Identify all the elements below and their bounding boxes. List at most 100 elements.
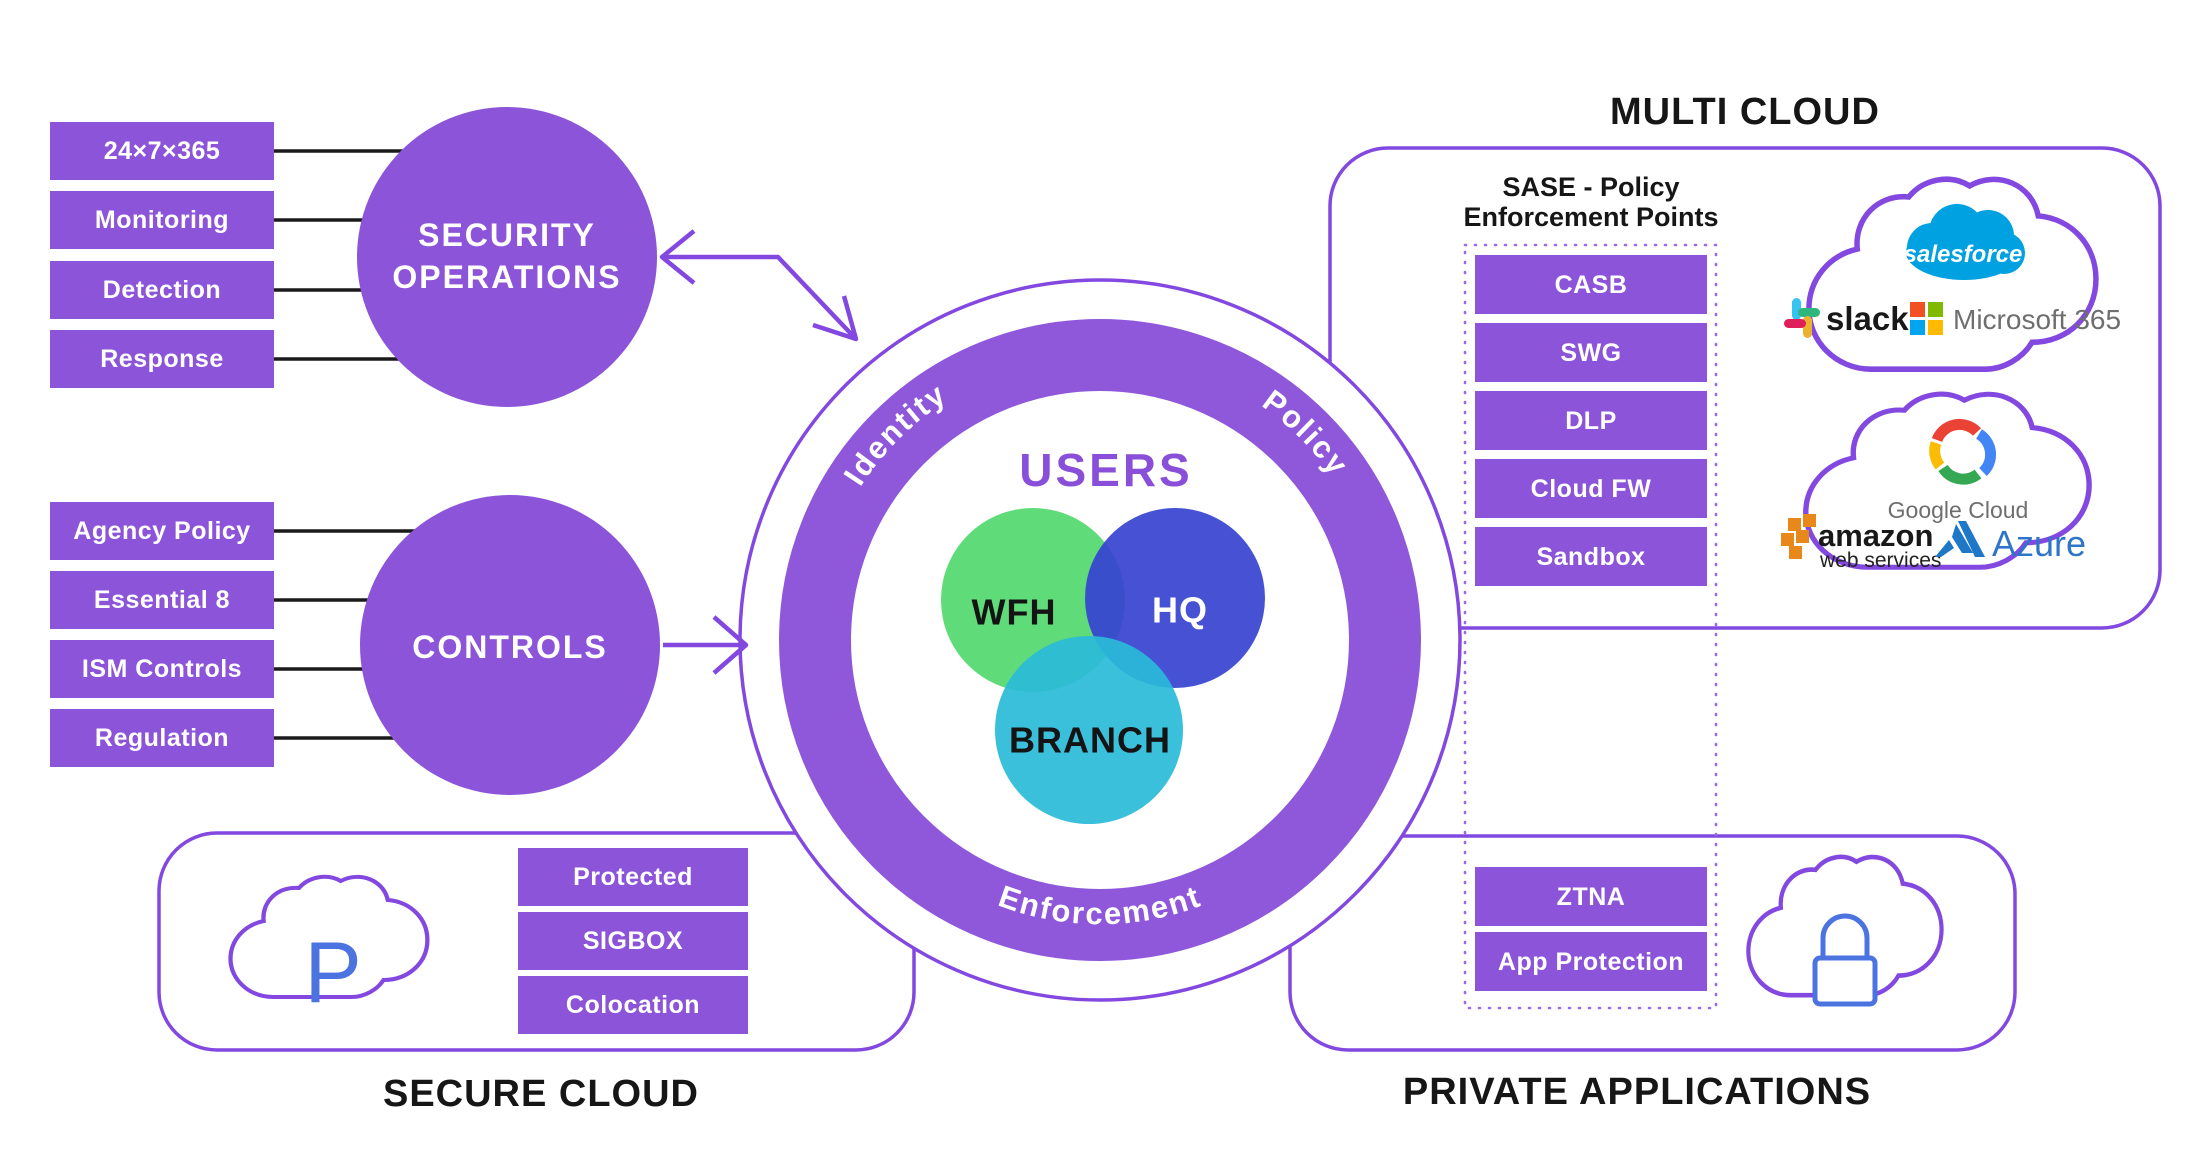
aws-wordmark: web services	[1819, 549, 1941, 572]
secure-cloud-items: Protected SIGBOX Colocation	[518, 848, 748, 1034]
lock-shackle	[1820, 913, 1870, 960]
input-label: Detection	[103, 276, 221, 304]
lock-icon	[1812, 913, 1878, 1007]
microsoft-wordmark: Microsoft 365	[1953, 304, 2121, 335]
ms-square	[1928, 302, 1943, 317]
enforcement-point-label: CASB	[1555, 271, 1628, 299]
sase-header-1: SASE - Policy	[1502, 172, 1679, 202]
slack-bar	[1798, 308, 1820, 317]
salesforce-logo: salesforce	[1904, 204, 2025, 280]
label-box	[1475, 527, 1707, 586]
input-label: 24×7×365	[104, 137, 221, 165]
enforcement-point-label: SWG	[1560, 339, 1621, 367]
aws-cube	[1781, 533, 1794, 546]
input-label: Regulation	[95, 724, 229, 752]
secure-cloud-p-letter: P	[304, 925, 361, 1021]
gcloud-arc-yellow	[1929, 441, 1945, 470]
slack-bar	[1784, 319, 1806, 328]
microsoft-squares-icon	[1910, 302, 1943, 335]
slack-wordmark: slack	[1826, 300, 1909, 337]
label-box	[518, 912, 748, 970]
sase-dotted-boundary	[1463, 243, 1718, 1010]
slack-bar	[1803, 316, 1812, 338]
label-box	[50, 261, 274, 319]
sase-policy-section: SASE - Policy Enforcement Points CASB SW…	[1463, 172, 1719, 991]
aws-cubes-icon	[1781, 514, 1816, 559]
label-box	[50, 640, 274, 698]
security-operations-label-2: OPERATIONS	[392, 259, 621, 295]
slack-bar	[1792, 298, 1801, 320]
secure-cloud-item-label: SIGBOX	[583, 927, 683, 955]
aws-cube	[1796, 530, 1809, 543]
amazon-wordmark: amazon	[1818, 518, 1933, 553]
users-title: USERS	[1019, 444, 1192, 496]
label-box	[518, 848, 748, 906]
input-label: Response	[100, 345, 223, 373]
connector-arrows	[659, 229, 859, 675]
input-label: Agency Policy	[73, 517, 250, 545]
label-box	[518, 976, 748, 1034]
hub-ring	[779, 319, 1421, 961]
ms-square	[1928, 320, 1943, 335]
aws-cube	[1788, 518, 1801, 531]
secure-cloud-title: SECURE CLOUD	[383, 1073, 699, 1115]
gcloud-arc-green	[1938, 464, 1982, 485]
label-box	[1475, 255, 1707, 314]
aws-cube	[1803, 514, 1816, 527]
label-box	[1475, 323, 1707, 382]
venn-label-branch: BRANCH	[1009, 720, 1171, 761]
google-cloud-logo: Google Cloud	[1888, 418, 2029, 523]
security-operations-node: SECURITY OPERATIONS	[357, 107, 657, 407]
multi-cloud-title: MULTI CLOUD	[1610, 91, 1880, 133]
azure-logo: Azure	[1935, 521, 2086, 564]
security-operations-label-1: SECURITY	[418, 217, 596, 253]
controls-circle	[360, 495, 660, 795]
venn-label-hq: HQ	[1152, 590, 1208, 631]
label-box	[50, 122, 274, 180]
enforcement-point-label: Sandbox	[1536, 543, 1645, 571]
microsoft-365-logo: Microsoft 365	[1910, 302, 2121, 335]
label-box	[50, 330, 274, 388]
slack-icon	[1784, 298, 1820, 338]
label-box	[50, 502, 274, 560]
secure-cloud-item-label: Protected	[573, 863, 693, 891]
google-cloud-wordmark: Google Cloud	[1888, 497, 2029, 523]
label-box	[1475, 932, 1707, 991]
aws-cube	[1789, 546, 1802, 559]
input-label: ISM Controls	[82, 655, 242, 683]
arrowhead-downright-icon	[812, 295, 859, 342]
slack-logo: slack	[1784, 298, 1909, 338]
label-box	[1475, 391, 1707, 450]
azure-wordmark: Azure	[1992, 523, 2086, 564]
label-box	[50, 709, 274, 767]
secops-hub-arrow	[662, 254, 858, 341]
arrowhead-right-icon	[712, 615, 749, 675]
aws-logo: amazon web services	[1781, 514, 1941, 572]
gcloud-arc-blue	[1975, 429, 1997, 477]
private-access-label: ZTNA	[1557, 883, 1626, 911]
private-applications-title: PRIVATE APPLICATIONS	[1403, 1071, 1871, 1113]
ms-square	[1910, 320, 1925, 335]
salesforce-cloud-blob	[1906, 224, 2022, 280]
input-label: Essential 8	[94, 586, 230, 614]
venn-circle-hq	[1085, 508, 1265, 688]
sase-header-2: Enforcement Points	[1463, 202, 1718, 232]
users-venn: WFH HQ BRANCH	[941, 508, 1265, 824]
input-label: Monitoring	[95, 206, 229, 234]
salesforce-wordmark: salesforce	[1904, 241, 2023, 268]
ms-square	[1910, 302, 1925, 317]
venn-circle-branch	[995, 636, 1183, 824]
secure-cloud-item-label: Colocation	[566, 991, 700, 1019]
google-cloud-icon	[1929, 418, 1997, 485]
label-box	[1475, 867, 1707, 926]
enforcement-point-label: DLP	[1565, 407, 1617, 435]
security-operations-inputs: 24×7×365 Monitoring Detection Response	[50, 122, 274, 388]
controls-label: CONTROLS	[412, 629, 608, 665]
security-operations-circle	[357, 107, 657, 407]
azure-icon	[1935, 521, 1985, 557]
venn-label-wfh: WFH	[972, 592, 1057, 633]
label-box	[1475, 459, 1707, 518]
lock-body	[1812, 955, 1878, 1007]
